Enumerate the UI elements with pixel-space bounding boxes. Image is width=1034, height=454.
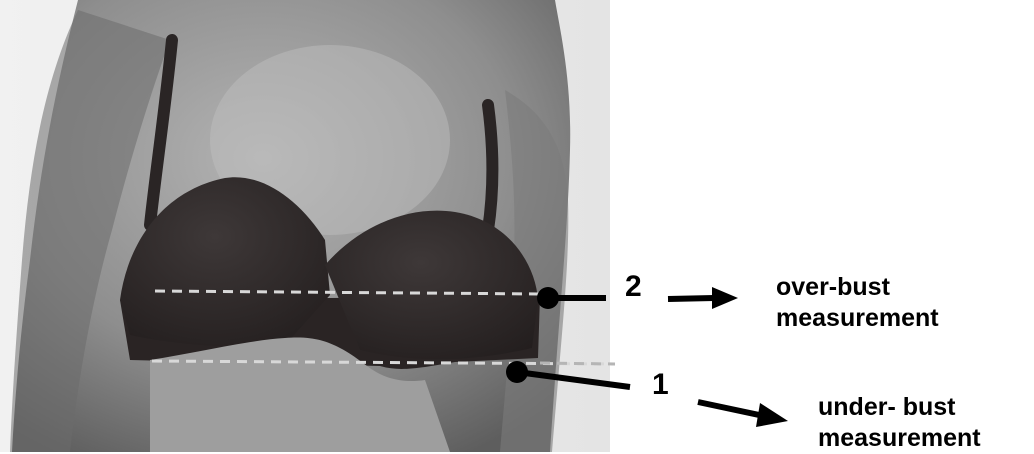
over-bust-arrow-shaft [668,298,714,299]
over-bust-label-line2: measurement [776,303,939,334]
over-bust-arrow-head [712,287,738,309]
under-bust-arrow-head [756,403,788,427]
over-bust-number: 2 [625,272,642,302]
under-bust-label-line1: under- bust [818,392,981,423]
under-bust-label-line2: measurement [818,423,981,454]
bra-strap-right [488,105,493,230]
over-bust-label: over-bust measurement [776,272,939,334]
under-bust-label: under- bust measurement [818,392,981,454]
under-bust-number: 1 [652,370,669,400]
over-bust-label-line1: over-bust [776,272,939,303]
under-bust-arrow-shaft [698,402,764,416]
